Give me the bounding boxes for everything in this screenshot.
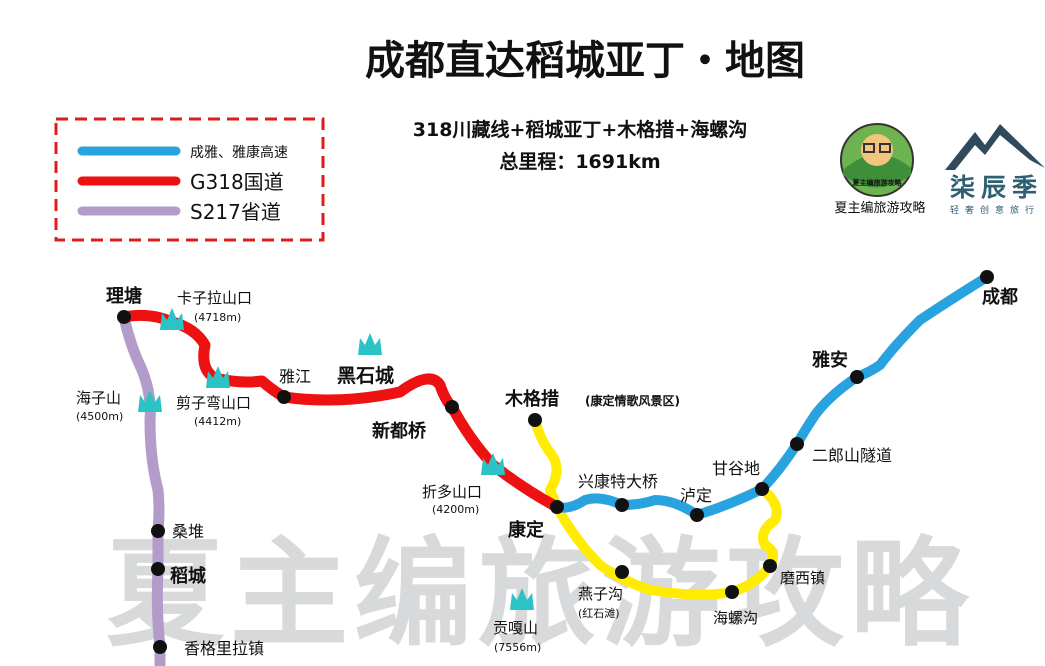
route-g318 (118, 309, 563, 513)
label-jianziwan-alt: (4412m) (194, 415, 241, 428)
route-nodes (117, 270, 994, 654)
label-yanzigou: 燕子沟 (578, 585, 623, 603)
label-heishicheng: 黑石城 (337, 364, 394, 387)
place-labels: 成都 雅安 二郎山隧道 甘谷地 泸定 兴康特大桥 康定 木格措 (康定情歌风景区… (106, 285, 1018, 658)
label-chengdu: 成都 (982, 286, 1018, 308)
mountain-icon-zheduo (481, 453, 505, 475)
mountain-icons (138, 308, 534, 610)
label-litang: 理塘 (106, 285, 142, 307)
legend-label-g318: G318国道 (190, 170, 284, 194)
label-kazila: 卡子拉山口 (177, 289, 252, 307)
label-gongga-alt: (7556m) (494, 641, 541, 654)
label-jianziwan: 剪子弯山口 (176, 394, 251, 412)
mountain-icon-kazila (160, 308, 184, 330)
svg-text:夏主编旅游攻略: 夏主编旅游攻略 (852, 178, 903, 187)
logo2-title: 柒辰季 (950, 173, 1043, 202)
label-daocheng: 稻城 (170, 565, 206, 587)
label-kazila-alt: (4718m) (194, 311, 241, 324)
subtitle-route: 318川藏线+稻城亚丁+木格措+海螺沟 (413, 118, 747, 141)
legend-label-highway: 成雅、雅康高速 (190, 144, 288, 161)
label-erlangshan: 二郎山隧道 (812, 446, 892, 465)
logo1-text: 夏主编旅游攻略 (834, 200, 925, 216)
label-ganguodi: 甘谷地 (712, 459, 760, 478)
label-zheduo-alt: (4200m) (432, 503, 479, 516)
label-xingkang: 兴康特大桥 (578, 472, 658, 491)
label-moxi: 磨西镇 (780, 569, 825, 587)
pass-labels: 卡子拉山口 (4718m) 剪子弯山口 (4412m) 海子山 (4500m) … (76, 289, 541, 654)
label-yaan: 雅安 (811, 349, 848, 371)
mountain-icon-gongga (510, 588, 534, 610)
logo-xiazhubian: 夏主编旅游攻略 夏主编旅游攻略 (834, 123, 926, 216)
label-sangdui: 桑堆 (172, 522, 204, 541)
route-s217 (118, 311, 166, 666)
mountain-icon-jianziwan (206, 366, 230, 388)
legend-label-s217: S217省道 (190, 200, 281, 224)
logo2-sub: 轻奢创意旅行 (950, 204, 1040, 216)
label-yanzigou-note: (红石滩) (578, 606, 620, 620)
watermark: 夏主编旅游攻略 (106, 525, 974, 663)
subtitle-distance: 总里程：1691km (499, 150, 660, 173)
label-zheduo: 折多山口 (422, 483, 482, 501)
mountain-icon-heishicheng (358, 333, 382, 355)
label-mugecuo: 木格措 (504, 388, 559, 410)
label-haizishan: 海子山 (76, 389, 121, 407)
label-gongga: 贡嘎山 (493, 619, 538, 637)
label-mugecuo-note: (康定情歌风景区) (585, 393, 680, 408)
label-xianggelila: 香格里拉镇 (184, 639, 264, 658)
legend: 成雅、雅康高速 G318国道 S217省道 (54, 117, 325, 242)
label-xinduqiao: 新都桥 (372, 420, 427, 442)
label-yajiang: 雅江 (279, 367, 311, 386)
logo-qichenji: 柒辰季 轻奢创意旅行 (945, 124, 1045, 216)
route-yellow (530, 415, 782, 600)
label-luding: 泸定 (680, 486, 712, 505)
label-hailuogou: 海螺沟 (713, 609, 758, 627)
mountain-icon-haizishan (138, 390, 162, 412)
page-title: 成都直达稻城亚丁・地图 (365, 38, 805, 84)
label-haizishan-alt: (4500m) (76, 410, 123, 423)
label-kangding: 康定 (508, 519, 544, 541)
